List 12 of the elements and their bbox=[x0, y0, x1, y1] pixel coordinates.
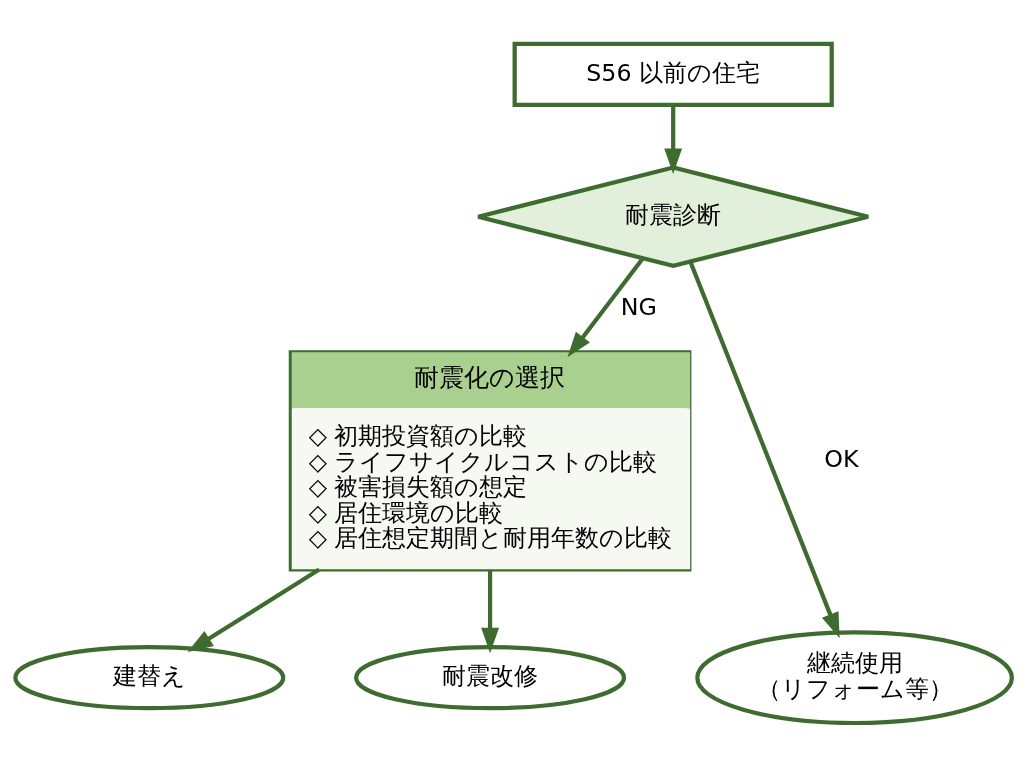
node-ellipse: 耐震改修 bbox=[354, 644, 627, 710]
arrow bbox=[187, 567, 321, 652]
node-box: S56 以前の住宅 bbox=[512, 41, 834, 107]
arrow bbox=[664, 105, 683, 174]
node-ellipse: 継続使用 （リフォーム等） bbox=[695, 629, 1014, 725]
arrow bbox=[481, 569, 499, 653]
node-diamond: 耐震診断 bbox=[476, 164, 871, 268]
edge-label: NG bbox=[620, 292, 657, 321]
node-ellipse: 建替え bbox=[13, 644, 286, 710]
arrow bbox=[688, 261, 840, 638]
edge-label: OK bbox=[824, 444, 859, 473]
arrow bbox=[567, 256, 645, 357]
